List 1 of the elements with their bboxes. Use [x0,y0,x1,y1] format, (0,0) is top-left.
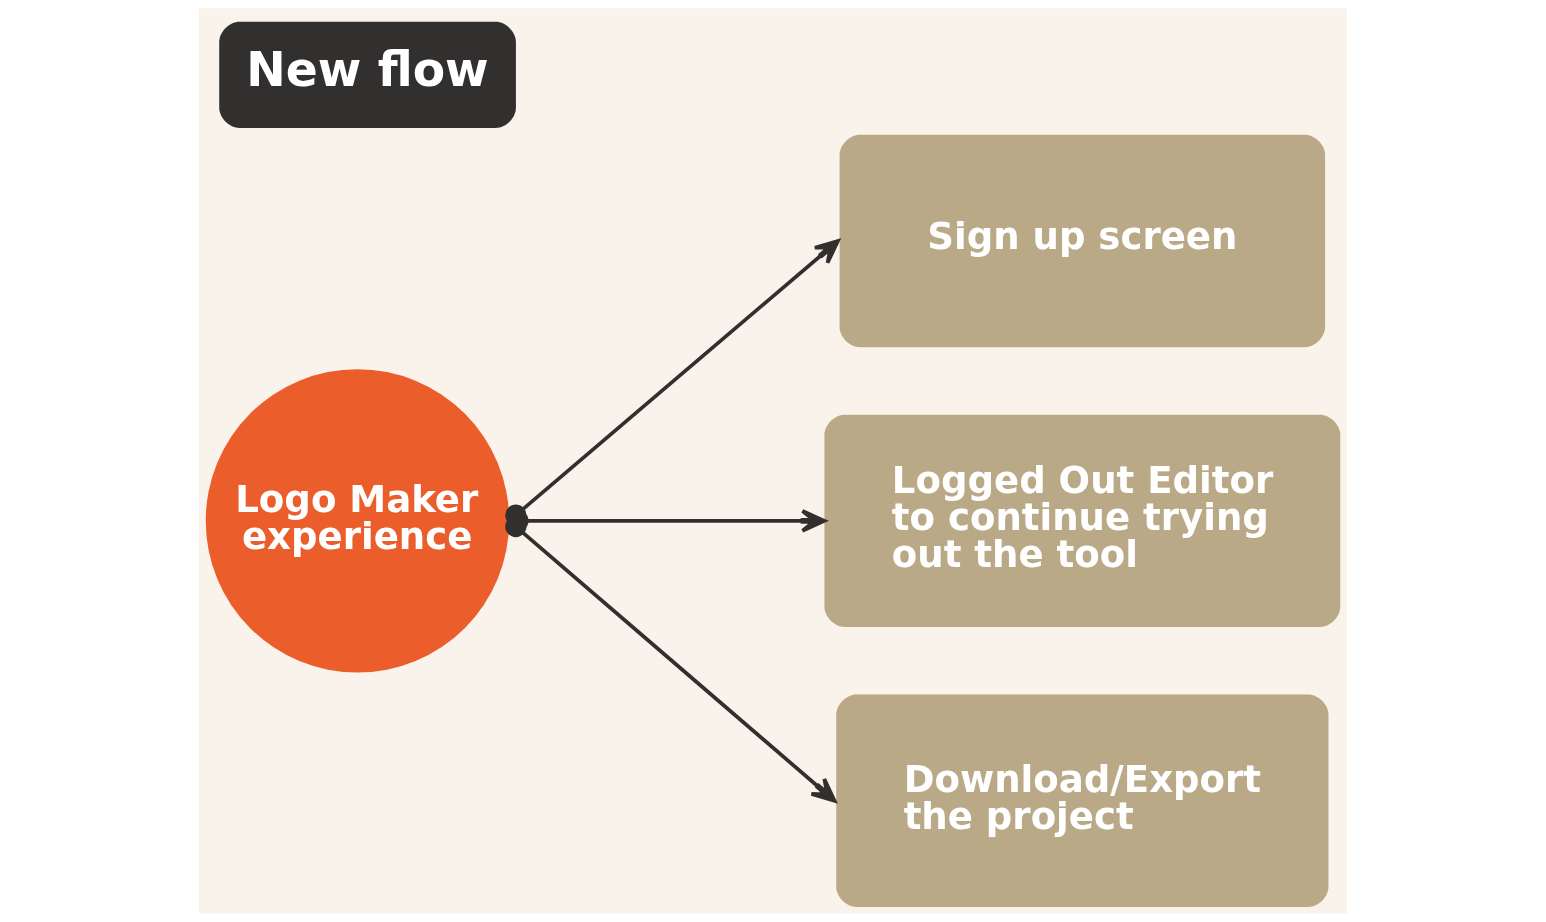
diagram-title: New flow [246,41,489,97]
